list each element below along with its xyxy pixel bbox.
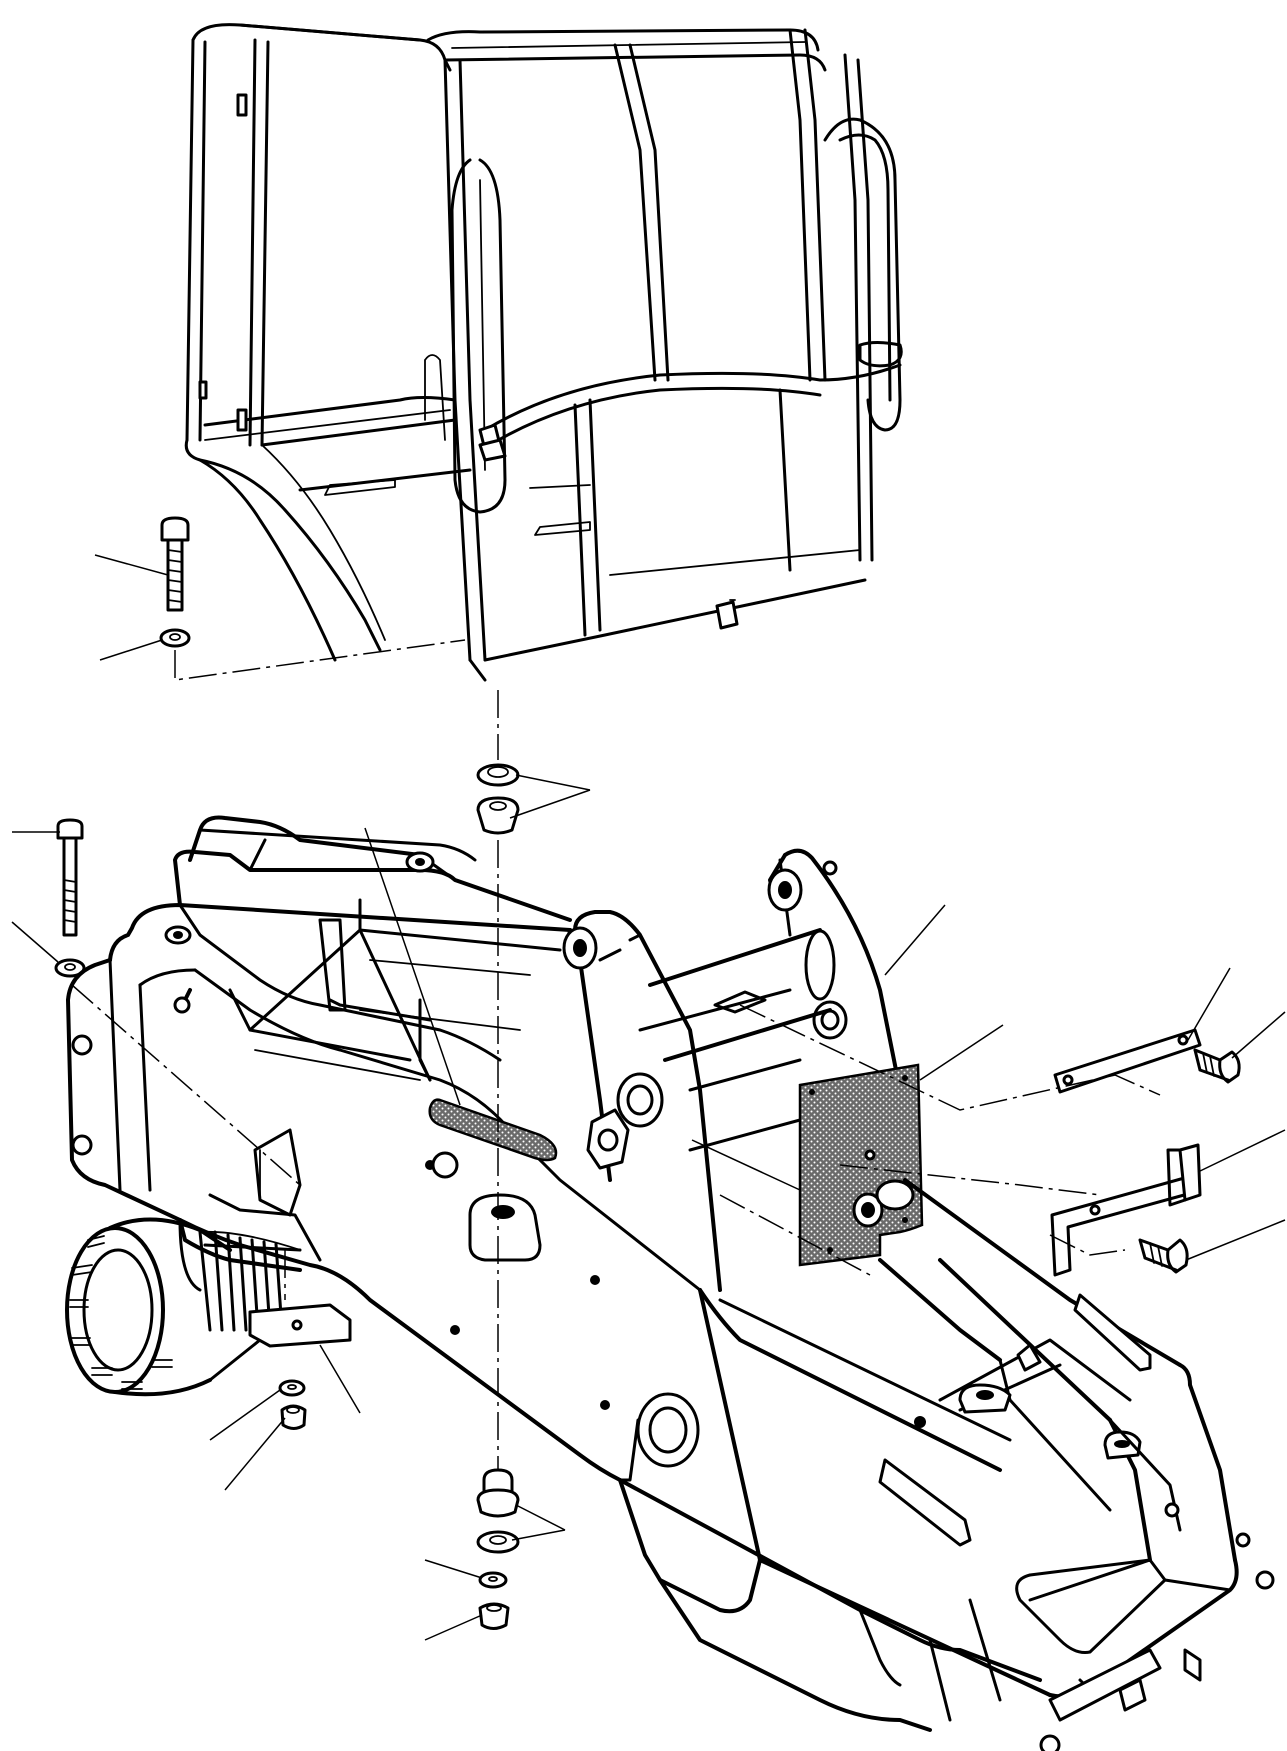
leader-2	[99, 639, 163, 661]
strip-bolt	[1193, 1048, 1241, 1084]
assembly-center-lines	[71, 639, 1161, 1470]
axle-washer	[278, 1379, 306, 1397]
leader-12	[1197, 1129, 1286, 1173]
callout-leaders	[11, 554, 1286, 1641]
leader-8	[884, 904, 946, 976]
frame-bolt-washer	[54, 958, 86, 978]
leader-9	[1187, 967, 1231, 1041]
frame-bolt	[56, 818, 84, 937]
u-bracket	[1050, 1143, 1202, 1277]
leader-11	[919, 1024, 1004, 1081]
mount-washer-lower	[478, 1571, 508, 1589]
leader-16	[319, 1344, 361, 1414]
leader-13	[1185, 1219, 1286, 1261]
rubber-mount-lower	[476, 1468, 520, 1554]
leader-17	[515, 1504, 566, 1531]
axle-hub-assembly	[65, 1217, 352, 1397]
operator-cab	[184, 23, 903, 682]
leader-1	[94, 554, 169, 576]
cab-mount-bolt	[160, 516, 190, 612]
chassis-frame	[66, 815, 1275, 1751]
leader-6	[11, 921, 59, 963]
leader-7	[364, 827, 461, 1106]
leader-4	[515, 774, 591, 791]
bracket-bolt	[1138, 1238, 1189, 1274]
leader-3	[509, 789, 591, 819]
leader-10	[1231, 1011, 1286, 1059]
rubber-mount-upper	[476, 763, 520, 835]
retaining-strip	[1053, 1028, 1202, 1094]
mount-nut-lower	[478, 1602, 510, 1630]
leader-14	[209, 1389, 281, 1441]
axle-nut	[280, 1404, 307, 1430]
leader-15	[224, 1417, 286, 1491]
cab-mount-washer	[159, 628, 191, 648]
